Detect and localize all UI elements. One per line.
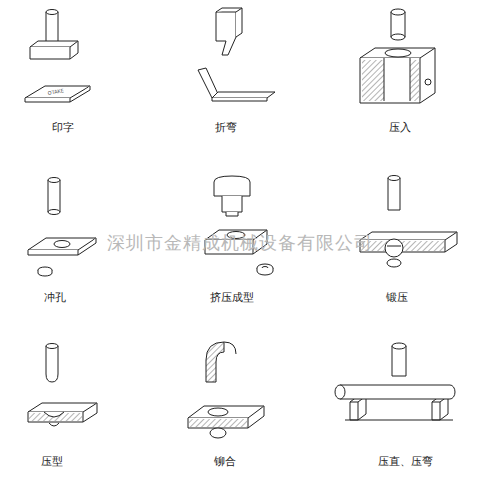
punching-figure [28,178,96,277]
marking-figure: OTAKE [25,10,90,103]
svg-text:OTAKE: OTAKE [47,87,64,96]
watermark: 深圳市金精成机械设备有限公司 [107,232,373,254]
riveting-figure [188,342,264,438]
extrusion-figure [205,176,273,275]
process-label: 冲孔 [44,291,66,304]
forging-figure [360,176,457,268]
forming-figure [28,344,97,427]
process-label: 压入 [389,121,411,134]
process-label: 压直、压弯 [378,455,433,468]
process-label: 挤压成型 [210,291,254,304]
process-label: 折弯 [215,121,237,134]
bending-figure [198,8,275,101]
process-label: 锻压 [386,291,408,304]
process-label: 压型 [41,455,63,468]
press-fit-figure [360,9,435,103]
process-label: 铆合 [214,455,236,468]
straightening-figure [335,343,455,420]
process-label: 印字 [52,121,74,134]
